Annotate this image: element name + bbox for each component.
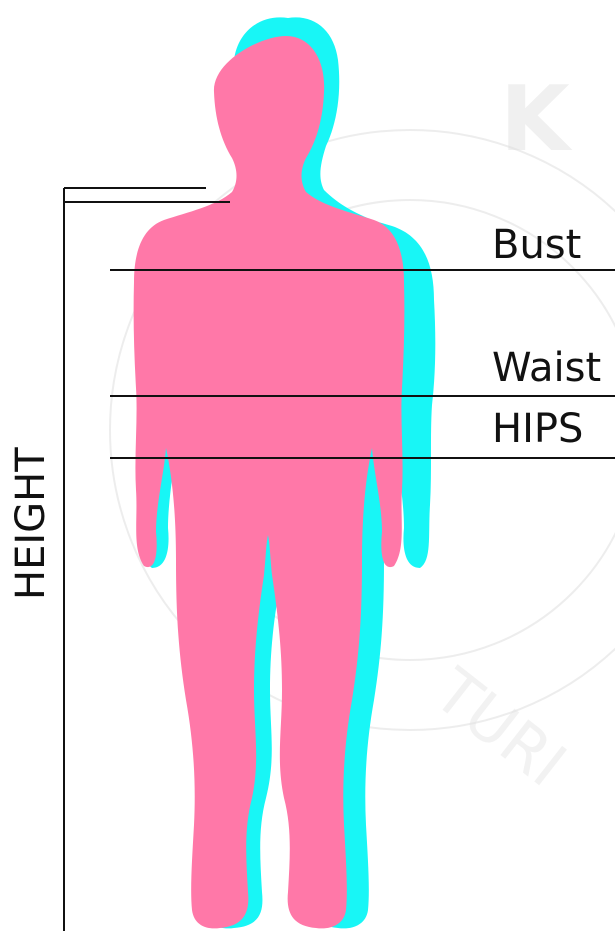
waist-label: Waist: [492, 345, 601, 391]
hips-label: HIPS: [492, 406, 583, 452]
watermark-letter: K: [500, 67, 573, 172]
height-label: HEIGHT: [8, 447, 54, 600]
bust-label: Bust: [492, 222, 581, 268]
watermark-arc-text: TURI: [420, 654, 580, 801]
